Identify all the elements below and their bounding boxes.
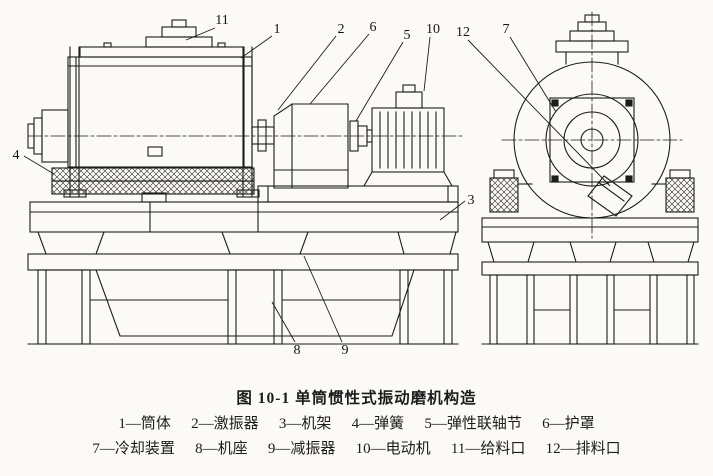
callouts: 11 1 2 6 5 10 <box>13 13 611 358</box>
center-axis-end <box>501 11 683 239</box>
svg-text:3: 3 <box>468 193 475 208</box>
legend-item-6: 6—护罩 <box>542 416 595 432</box>
side-view <box>27 19 465 345</box>
svg-text:11: 11 <box>215 13 228 28</box>
legend-item-9: 9—减振器 <box>267 441 336 457</box>
legend-item-5: 5—弹性联轴节 <box>424 416 522 432</box>
callout-10: 10 <box>423 22 440 92</box>
svg-text:12: 12 <box>456 25 470 40</box>
dampers-end <box>487 241 695 263</box>
legend-item-4: 4—弹簧 <box>351 416 405 432</box>
technical-drawing: 11 1 2 6 5 10 <box>13 11 699 358</box>
legend-line-1: 1—筒体 2—激振器 3—机架 4—弹簧 5—弹性联轴节 6—护罩 <box>0 412 713 437</box>
motor <box>363 84 453 187</box>
callout-1: 1 <box>240 22 281 59</box>
svg-text:9: 9 <box>342 343 349 358</box>
svg-text:4: 4 <box>13 148 20 163</box>
base-end <box>481 261 699 345</box>
legend-item-11: 11—给料口 <box>450 441 526 457</box>
svg-text:2: 2 <box>338 22 345 37</box>
exciter-shaft <box>251 119 275 152</box>
figure-caption: 图 10-1 单筒惯性式振动磨机构造 <box>236 390 477 407</box>
callout-8: 8 <box>271 301 301 358</box>
base <box>27 253 459 345</box>
callout-12: 12 <box>456 25 611 187</box>
legend-item-2: 2—激振器 <box>191 416 259 432</box>
callout-9: 9 <box>303 255 349 358</box>
dampers <box>37 231 457 255</box>
figure-legend: 1—筒体 2—激振器 3—机架 4—弹簧 5—弹性联轴节 6—护罩 7—冷却装置… <box>0 412 713 462</box>
springs <box>51 167 255 195</box>
callout-3: 3 <box>439 193 475 221</box>
feed-port <box>79 19 245 58</box>
machine-frame <box>29 192 459 233</box>
callout-5: 5 <box>355 28 411 122</box>
drum-body <box>67 56 253 168</box>
elastic-coupling <box>349 120 373 152</box>
legend-item-7: 7—冷却装置 <box>92 441 175 457</box>
springs-end <box>489 169 695 213</box>
legend-item-12: 12—排料口 <box>545 441 621 457</box>
svg-text:7: 7 <box>503 22 510 37</box>
svg-text:1: 1 <box>274 22 281 37</box>
callout-2: 2 <box>277 22 345 111</box>
legend-line-2: 7—冷却装置 8—机座 9—减振器 10—电动机 11—给料口 12—排料口 <box>0 437 713 462</box>
legend-item-3: 3—机架 <box>278 416 332 432</box>
legend-item-8: 8—机座 <box>195 441 248 457</box>
callout-11: 11 <box>185 13 229 41</box>
callout-6: 6 <box>309 20 377 105</box>
end-view <box>481 11 699 345</box>
legend-item-1: 1—筒体 <box>118 416 171 432</box>
svg-text:10: 10 <box>426 22 440 37</box>
svg-text:5: 5 <box>404 28 411 43</box>
legend-item-10: 10—电动机 <box>355 441 431 457</box>
frame-end <box>481 217 699 243</box>
svg-text:8: 8 <box>294 343 301 358</box>
svg-text:6: 6 <box>370 20 377 35</box>
callout-7: 7 <box>503 22 557 113</box>
feed-port-end <box>555 14 629 65</box>
bearing-left <box>27 109 69 163</box>
guard-housing <box>273 103 349 189</box>
discharge-chute <box>587 175 633 217</box>
callout-4: 4 <box>13 148 55 175</box>
